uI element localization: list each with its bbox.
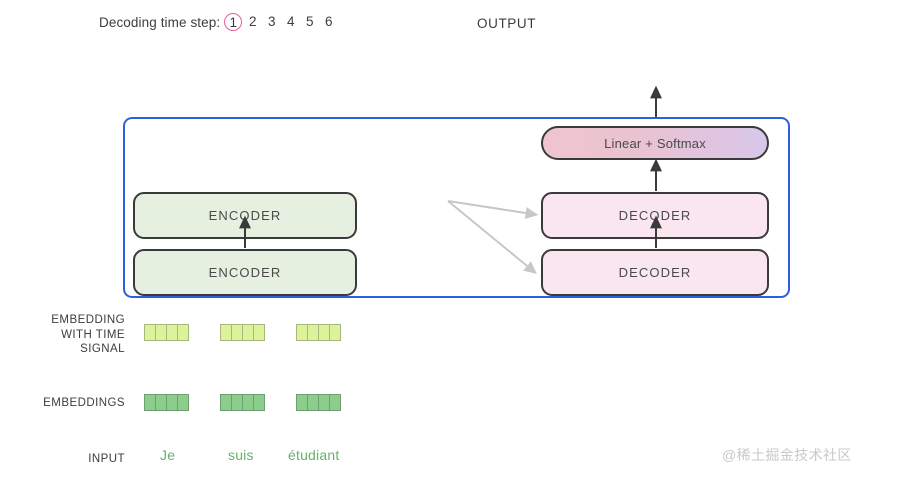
decoder-bottom-label: DECODER xyxy=(618,265,692,280)
decoder-block-top: DECODER xyxy=(541,192,769,239)
watermark: @稀土掘金技术社区 xyxy=(722,447,852,463)
decoding-time-step-row: Decoding time step: 1 2 3 4 5 6 xyxy=(99,11,338,33)
decoder-top-label: DECODER xyxy=(618,208,692,223)
time-signal-cells-token-1 xyxy=(144,324,189,341)
cell xyxy=(177,324,189,341)
decoding-step-2[interactable]: 2 xyxy=(248,14,257,29)
cell xyxy=(253,394,265,411)
time-signal-cells-token-2 xyxy=(220,324,265,341)
embedding-cells-token-2 xyxy=(220,394,265,411)
embedding-cells-token-3 xyxy=(296,394,341,411)
ets-line-2: WITH TIME xyxy=(61,328,125,341)
decoding-time-step-label: Decoding time step: xyxy=(99,14,221,30)
cell xyxy=(253,324,265,341)
decoding-step-4[interactable]: 4 xyxy=(286,14,295,29)
input-label: INPUT xyxy=(88,453,125,465)
encoder-bottom-label: ENCODER xyxy=(208,265,282,280)
ets-line-1: EMBEDDING xyxy=(51,314,125,326)
input-token-2: suis xyxy=(228,447,254,463)
decoder-block-bottom: DECODER xyxy=(541,249,769,296)
linear-softmax-block: Linear + Softmax xyxy=(541,126,769,160)
embeddings-label: EMBEDDINGS xyxy=(43,397,125,409)
decoding-time-step-numbers: 1 2 3 4 5 6 xyxy=(224,12,338,32)
decoding-step-3[interactable]: 3 xyxy=(267,14,276,29)
cell xyxy=(329,394,341,411)
model-container-box xyxy=(123,117,790,298)
linear-softmax-label: Linear + Softmax xyxy=(604,135,706,151)
encoder-top-label: ENCODER xyxy=(208,208,282,223)
embedding-with-time-signal-label: EMBEDDING WITH TIME SIGNAL xyxy=(8,313,125,357)
input-token-1: Je xyxy=(160,447,176,463)
decoding-step-1[interactable]: 1 xyxy=(224,13,243,31)
output-label: OUTPUT xyxy=(477,16,537,31)
cell xyxy=(177,394,189,411)
encoder-block-bottom: ENCODER xyxy=(133,249,357,296)
input-token-3: étudiant xyxy=(288,447,340,463)
ets-line-3: SIGNAL xyxy=(80,343,125,355)
decoding-step-5[interactable]: 5 xyxy=(305,14,314,29)
encoder-block-top: ENCODER xyxy=(133,192,357,239)
decoding-step-6[interactable]: 6 xyxy=(324,14,333,29)
time-signal-cells-token-3 xyxy=(296,324,341,341)
cell xyxy=(329,324,341,341)
embedding-cells-token-1 xyxy=(144,394,189,411)
